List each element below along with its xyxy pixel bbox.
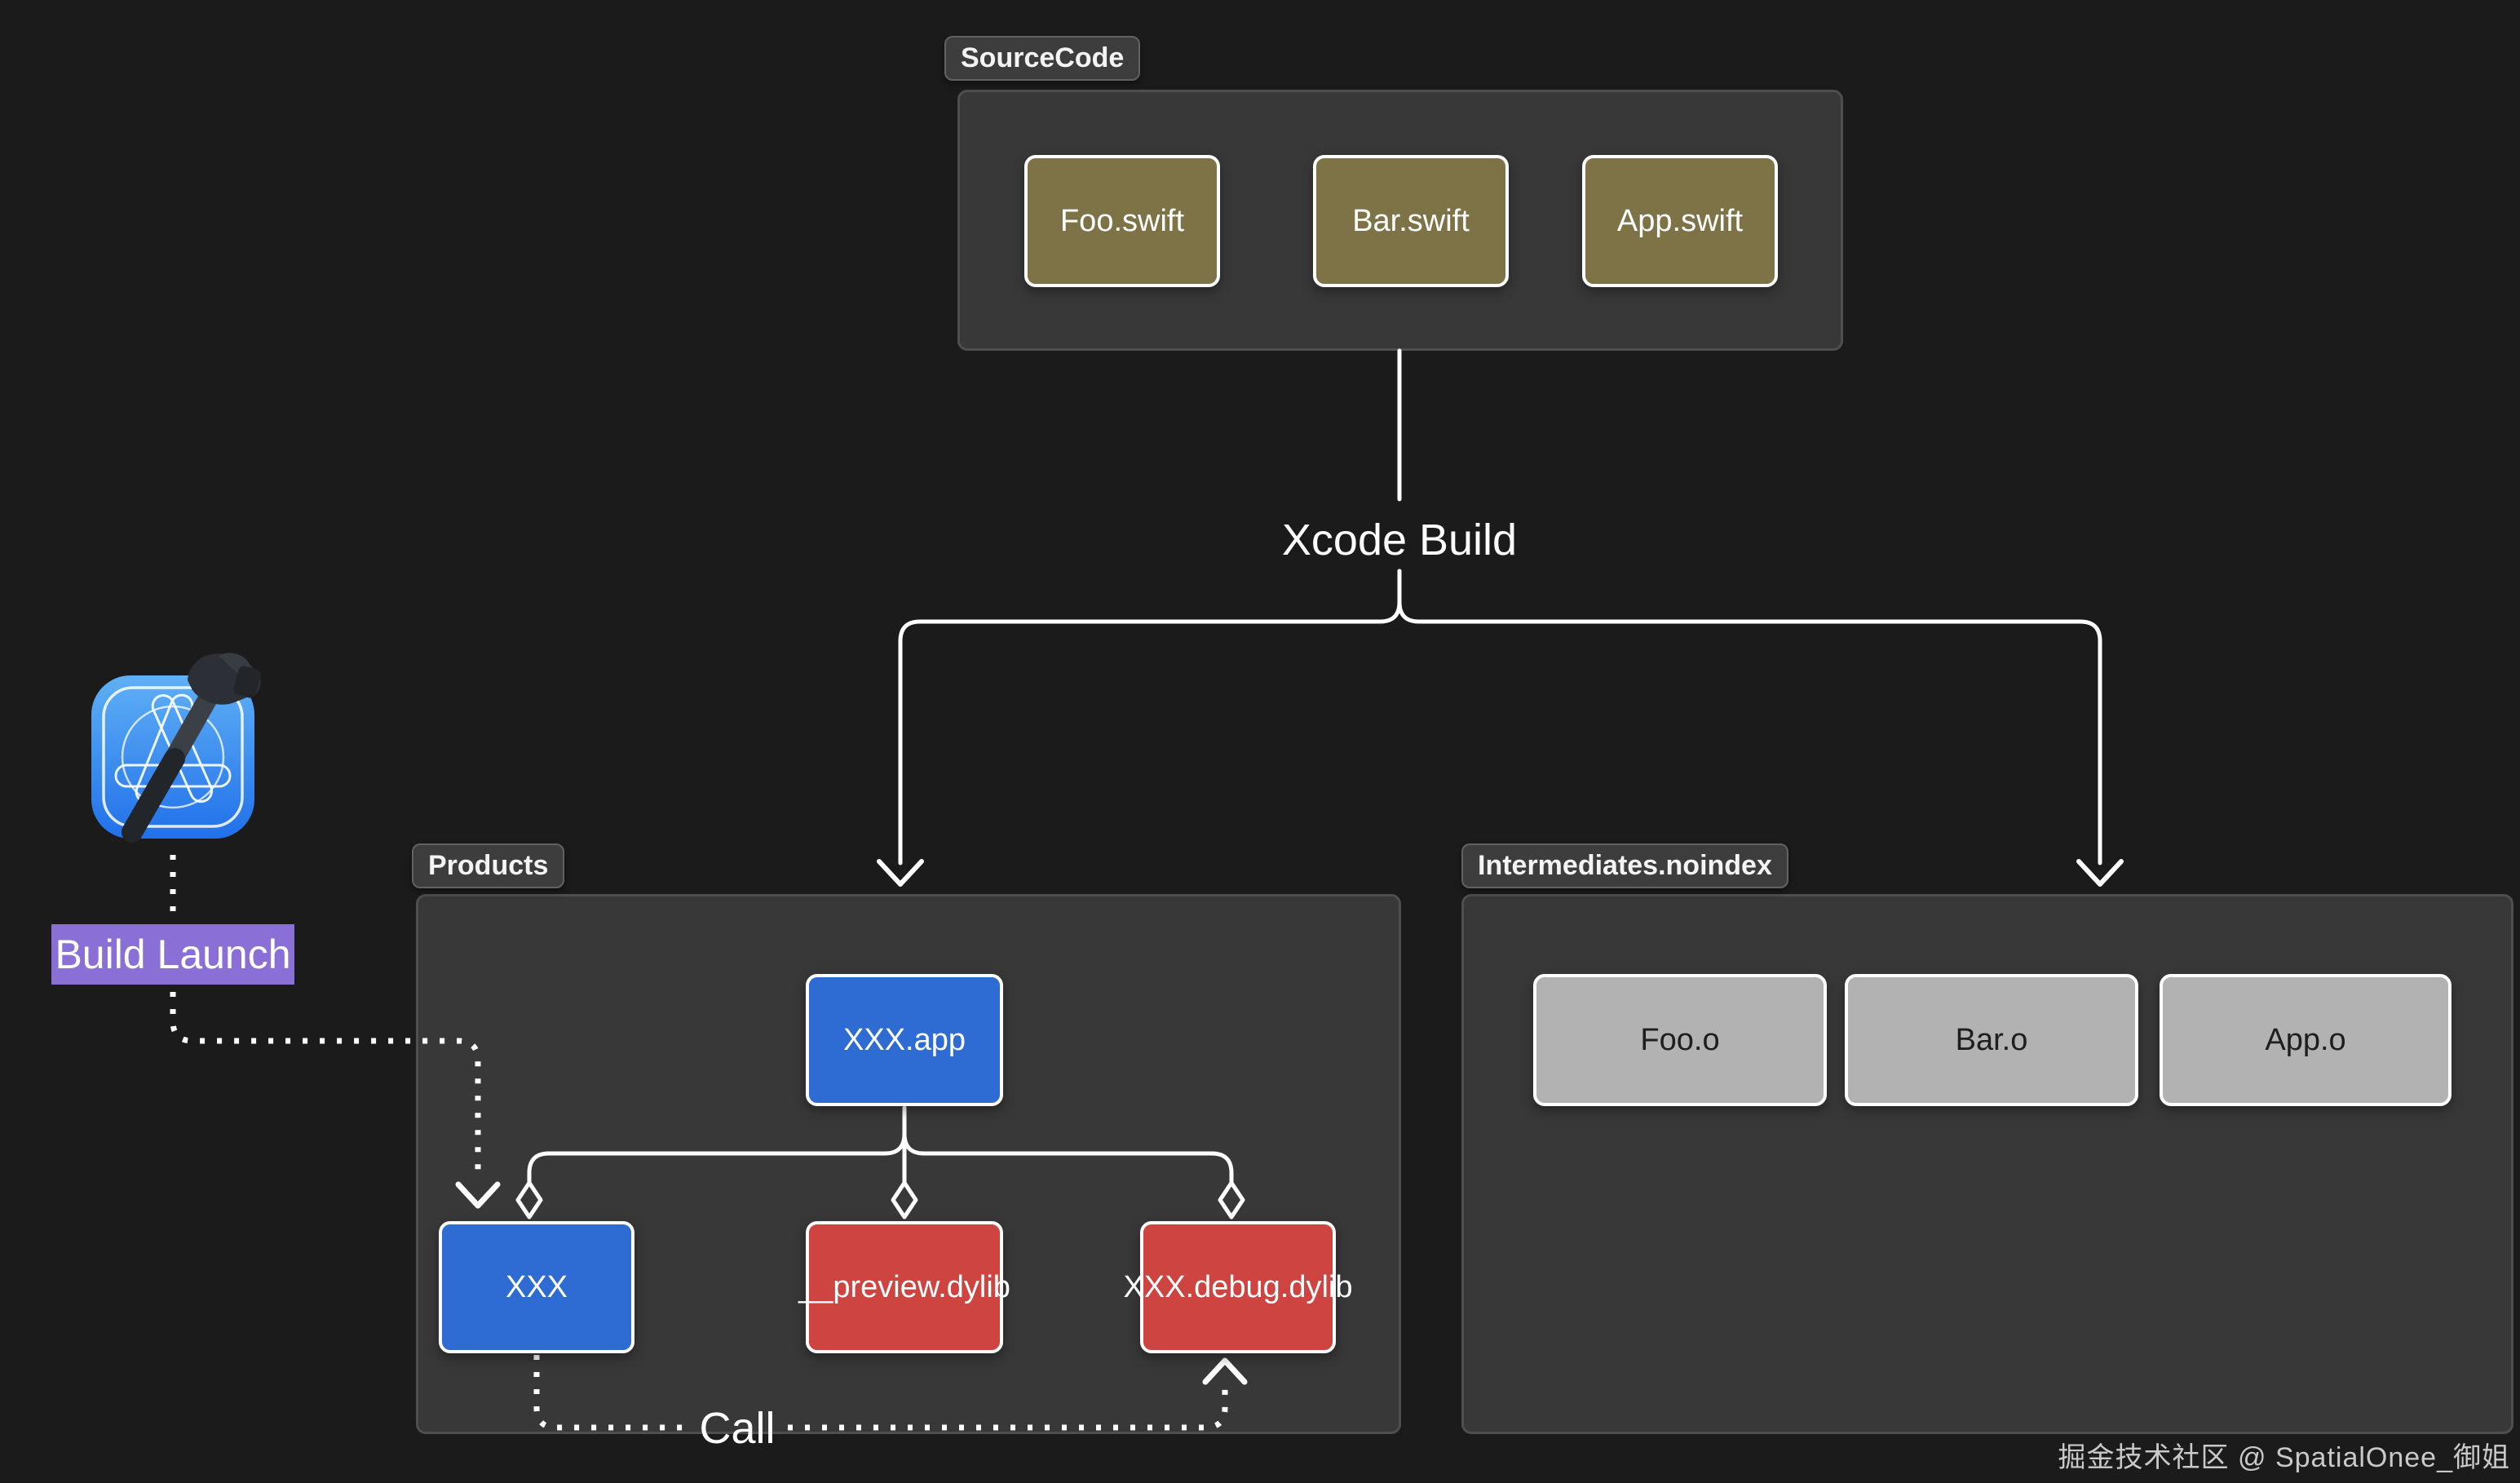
tree-branch-left (527, 1131, 907, 1185)
arrow-down-into-xxx (455, 1181, 501, 1209)
node-xxx-app: XXX.app (806, 974, 1003, 1106)
node-label: Foo.swift (1059, 203, 1185, 238)
diamond-preview-dylib (891, 1180, 918, 1220)
build-edge-branch-left (898, 569, 1402, 865)
watermark: 掘金技术社区 @ SpatialOnee_御姐 (2058, 1441, 2510, 1473)
node-label: App.o (2265, 1022, 2346, 1057)
arrow-down-into-intermediates (2076, 859, 2124, 887)
xcode-app-icon (91, 653, 261, 843)
node-bar-o: Bar.o (1845, 974, 2138, 1106)
node-preview-dylib: __preview.dylib (798, 1221, 1010, 1353)
products-chip: Products (412, 843, 565, 888)
tree-branch-right (902, 1131, 1234, 1185)
arrow-down-into-products (877, 859, 924, 887)
dotted-launch-to-xxx (170, 992, 481, 1181)
node-label: XXX.app (843, 1022, 966, 1057)
node-label: Foo.o (1640, 1022, 1720, 1057)
diamond-debug-dylib (1218, 1180, 1245, 1220)
call-label: Call (699, 1404, 776, 1453)
node-debug-dylib: XXX.debug.dylib (1124, 1221, 1353, 1353)
intermediates-chip: Intermediates.noindex (1461, 843, 1788, 888)
node-foo-swift: Foo.swift (1024, 155, 1220, 287)
build-edge-branch-right (1397, 569, 2102, 865)
sourcecode-chip: SourceCode (944, 36, 1141, 81)
dotted-call-left (533, 1355, 692, 1431)
node-label: XXX (505, 1269, 568, 1304)
node-bar-swift: Bar.swift (1313, 155, 1509, 287)
node-app-swift: App.swift (1582, 155, 1778, 287)
hammer-icon (122, 653, 261, 843)
node-label: Bar.o (1955, 1022, 2028, 1057)
node-label: __preview.dylib (798, 1269, 1010, 1304)
node-foo-o: Foo.o (1533, 974, 1827, 1106)
dotted-call-right (788, 1380, 1228, 1431)
xcode-build-label: Xcode Build (1281, 516, 1518, 564)
node-xxx: XXX (439, 1221, 634, 1353)
node-label: Bar.swift (1352, 203, 1470, 238)
diamond-xxx (515, 1180, 543, 1220)
arrow-up-into-debug-dylib (1202, 1357, 1248, 1385)
node-label: XXX.debug.dylib (1123, 1269, 1353, 1304)
build-launch-highlight: Build Launch (51, 924, 294, 985)
node-label: App.swift (1616, 203, 1744, 238)
node-app-o: App.o (2160, 974, 2451, 1106)
